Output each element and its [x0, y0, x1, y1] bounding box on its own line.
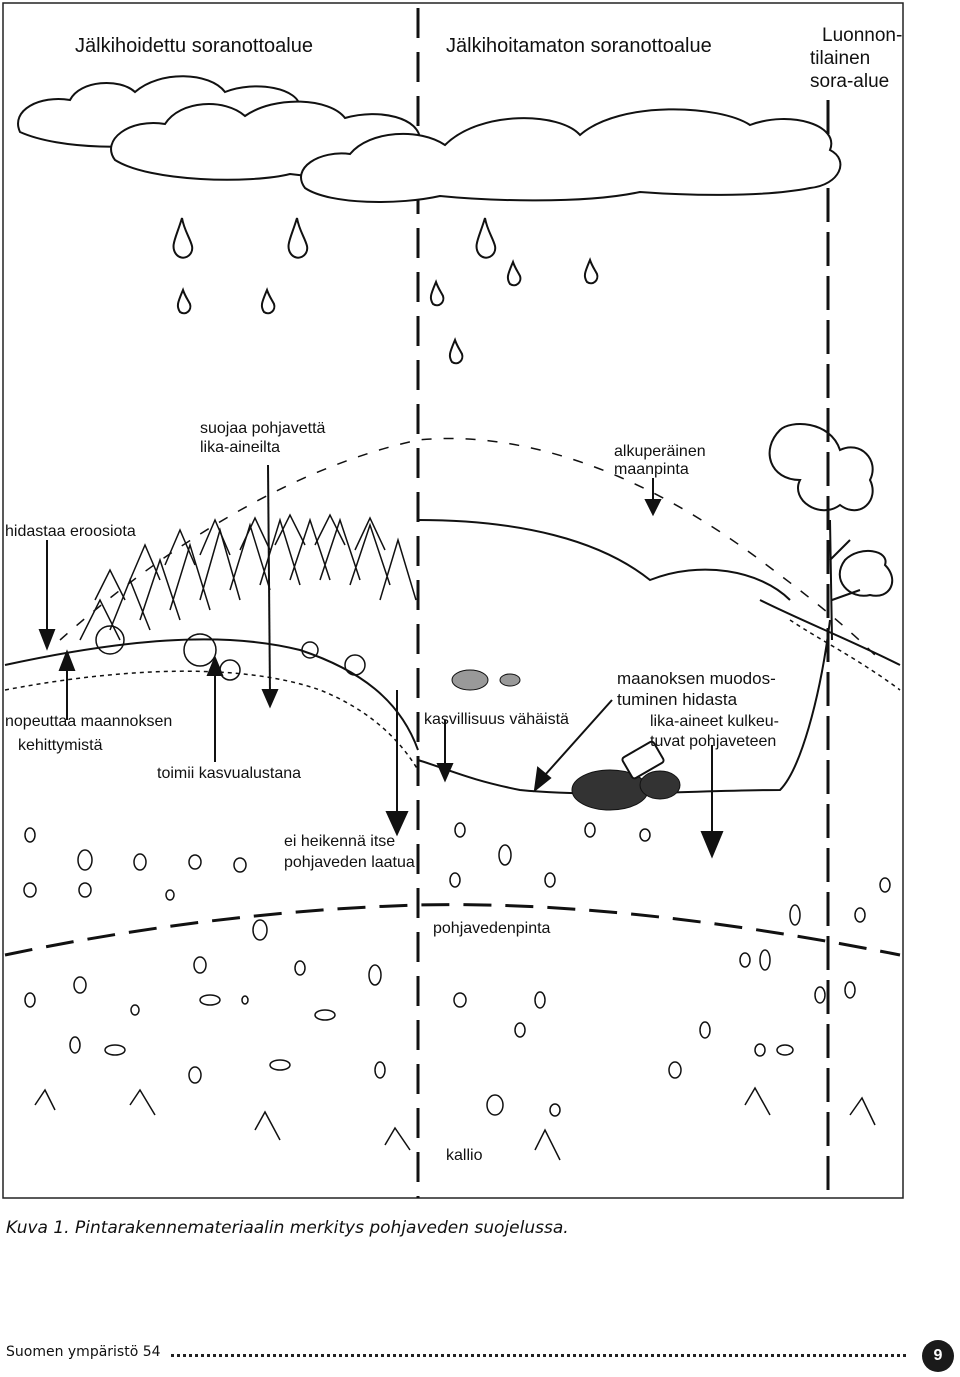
label-kallio: kallio — [446, 1147, 483, 1164]
oil-barrel-icon — [621, 740, 665, 780]
left-soil-layer — [4, 670, 419, 771]
region-title-middle: Jälkihoitamaton soranottoalue — [446, 35, 712, 57]
label-lika-2: tuvat pohjaveteen — [650, 733, 776, 750]
page-number-badge: 9 — [922, 1340, 954, 1372]
cloud-right — [300, 108, 842, 203]
pit-boulders — [451, 669, 681, 811]
young-forest — [79, 513, 417, 681]
label-suojaa-2: lika-aineilta — [200, 439, 280, 456]
publication-name: Suomen ympäristö 54 — [6, 1344, 161, 1360]
label-hidastaa: hidastaa eroosiota — [5, 523, 136, 540]
label-nopeuttaa-1: nopeuttaa maannoksen — [5, 713, 172, 730]
gravel-pebbles — [23, 822, 891, 1117]
groundwater-table-line — [4, 903, 901, 957]
bedrock-cracks — [34, 1086, 876, 1161]
label-lika-1: lika-aineet kulkeu- — [650, 713, 779, 730]
label-suojaa-1: suojaa pohjavettä — [200, 420, 326, 437]
page-number: 9 — [933, 1347, 943, 1364]
region-title-right-3: sora-alue — [810, 71, 889, 92]
label-ei-heikenna-2: pohjaveden laatua — [284, 854, 415, 871]
natural-tree-icon — [768, 423, 894, 641]
region-title-right-2: tilainen — [810, 48, 870, 69]
left-slope-surface — [4, 638, 419, 751]
label-toimii: toimii kasvualustana — [157, 765, 301, 782]
natural-soil-layer — [789, 619, 901, 691]
pit-slope-left — [417, 519, 791, 601]
natural-slope — [759, 599, 901, 666]
raindrops — [172, 217, 599, 365]
label-kasvillisuus: kasvillisuus vähäistä — [424, 711, 569, 728]
original-ground-line — [59, 437, 881, 661]
page-footer: Suomen ympäristö 54 9 — [6, 1340, 954, 1372]
region-title-right-1: Luonnon- — [822, 25, 902, 46]
label-pohjavedenpinta: pohjavedenpinta — [433, 920, 551, 937]
diagram-frame — [2, 2, 904, 1199]
label-ei-heikenna-1: ei heikennä itse — [284, 833, 395, 850]
label-alkuperainen-2: maanpinta — [614, 461, 689, 478]
label-nopeuttaa-2: kehittymistä — [18, 737, 103, 754]
figure-caption: Kuva 1. Pintarakennemateriaalin merkitys… — [6, 1218, 569, 1238]
region-title-left: Jälkihoidettu soranottoalue — [75, 35, 313, 57]
label-alkuperainen-1: alkuperäinen — [614, 443, 706, 460]
label-maanoksen-1: maanoksen muodos- — [617, 669, 776, 688]
label-maanoksen-2: tuminen hidasta — [617, 690, 738, 709]
annotation-arrows — [38, 464, 724, 859]
footer-dot-leader — [171, 1354, 906, 1357]
